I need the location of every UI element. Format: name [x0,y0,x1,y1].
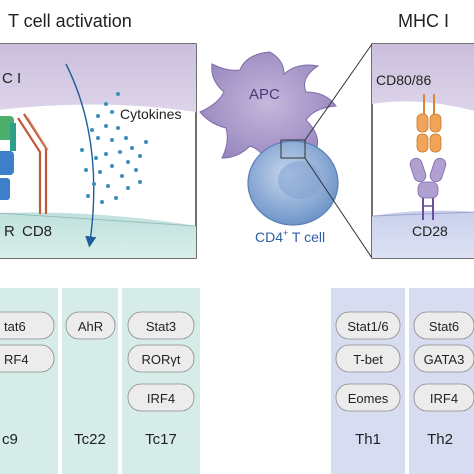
pill-th2-1 [413,311,474,340]
center-cells: APC CD4+ T cell [199,43,373,259]
tcell-membrane-bottom [0,212,196,258]
pill-tc17-3-text: IRF4 [147,391,175,406]
cd4-label: CD4+ T cell [255,228,325,245]
pill-th2-2-text: GATA3 [424,352,465,367]
pill-th2-3-text: IRF4 [430,391,458,406]
pill-tc17-1-text: Stat3 [146,319,176,334]
pill-th2-3 [413,383,474,412]
left-zoom-panel: C I R CD8 Cytokines [0,43,197,259]
pill-tc17-1 [127,311,195,340]
receptor-left-label: R [4,223,15,240]
cd28-label: CD28 [412,223,448,239]
cd8-strand-a [17,117,42,214]
cytokine-dots [80,92,148,204]
heading-right: MHC I [398,11,449,31]
cytokines-label: Cytokines [120,106,181,122]
pill-tc17-2 [127,344,195,373]
synapse-zoom-box [280,139,306,159]
apc-membrane-right [372,44,474,111]
pill-tc9-1-text: tat6 [4,319,26,334]
subset-th2-name: Th2 [427,431,453,448]
zoom-line-bottom [304,157,373,259]
cd28-molecule [409,157,447,220]
pill-th1-1 [335,311,401,340]
right-zoom-panel: CD80/86 CD28 [371,43,474,259]
cd4-label-main: CD4 [255,229,283,245]
subset-th1-name: Th1 [355,431,381,448]
tc-subsets: tat6 RF4 c9 AhR Tc22 Stat3 RORγt IRF4 Tc… [0,288,200,474]
pill-tc17-2-text: RORγt [142,352,181,367]
pill-tc22-1 [65,311,116,340]
pill-th2-1-text: Stat6 [429,319,459,334]
tcr-gamma-segment [0,178,10,200]
cd80-label: CD80/86 [376,72,431,88]
cytokine-arrow [65,63,97,248]
apc-membrane-top [0,44,196,112]
tcr-beta-segment [0,151,14,175]
subset-tc17-name: Tc17 [145,431,177,448]
cd80-molecule [416,94,442,153]
subset-tc9-name: c9 [2,431,18,448]
pill-tc9-2-text: RF4 [4,352,29,367]
pill-tc22-1-text: AhR [78,319,103,334]
cd4-label-tail: T cell [288,229,325,245]
apc-label: APC [249,86,280,103]
pill-tc9-2 [0,344,55,373]
pill-tc17-3 [127,383,195,412]
zoom-line-top [304,43,373,141]
tcell-nucleus [278,161,322,199]
pill-th1-3-text: Eomes [348,391,389,406]
pill-th2-2 [413,344,474,373]
subset-tc22-name: Tc22 [74,431,106,448]
cd8-strand-a2 [23,113,48,214]
pill-th1-1-text: Stat1/6 [347,319,388,334]
pill-tc9-1 [0,311,55,340]
pill-th1-2-text: T-bet [353,352,383,367]
mhc-label: C I [2,70,21,87]
pill-th1-2 [335,344,401,373]
th-subsets: Stat1/6 T-bet Eomes Th1 Stat6 GATA3 IRF4… [331,288,474,474]
tcell-membrane-right [372,210,474,258]
cd4-label-sup: + [283,228,288,238]
cd8-label: CD8 [22,223,52,240]
heading-left: T cell activation [8,11,132,31]
pill-th1-3 [335,383,401,412]
